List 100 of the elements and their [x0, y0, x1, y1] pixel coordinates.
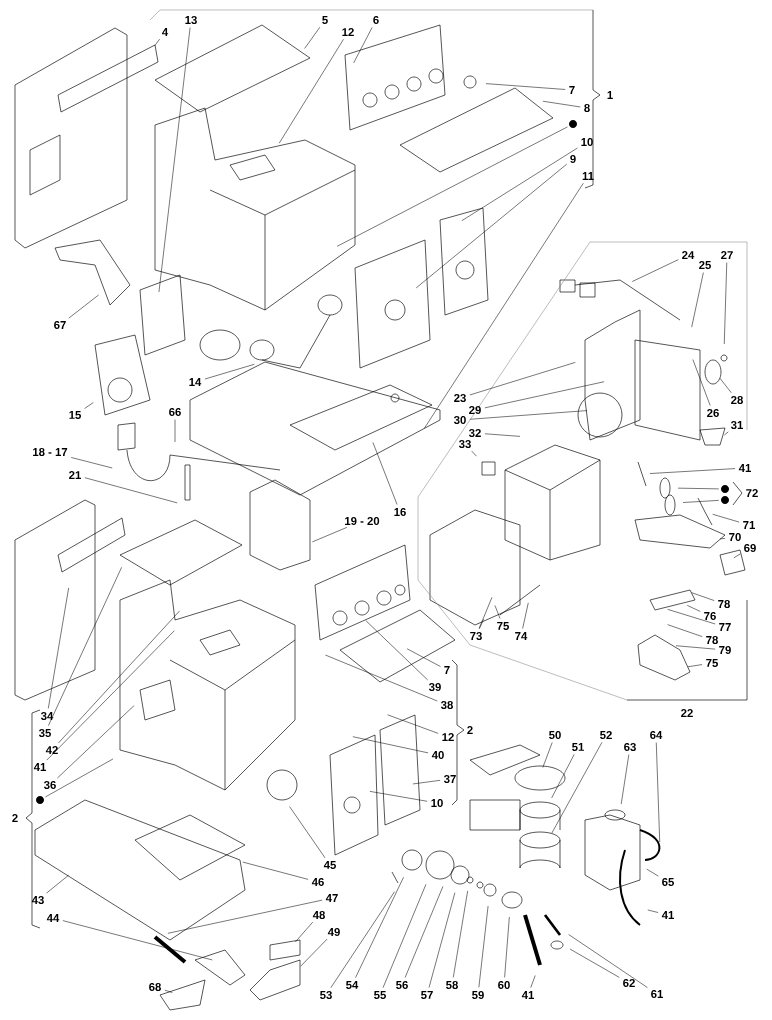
callout-number: 28	[731, 396, 743, 404]
callout-number: 45	[323, 861, 336, 869]
callout-number: 8	[584, 104, 590, 112]
leader-line	[352, 736, 429, 754]
leader-line	[522, 602, 529, 629]
callout-number: 22	[681, 709, 693, 717]
leader-line	[551, 742, 603, 834]
callout-number: 10	[431, 799, 443, 807]
leader-line	[58, 610, 180, 744]
leader-line	[478, 597, 493, 629]
leader-line	[485, 83, 566, 90]
callout-number: 15	[69, 411, 81, 419]
leader-line	[471, 450, 477, 457]
callout-number: 24	[682, 251, 695, 259]
leader-line	[46, 874, 70, 894]
callout-number: 36	[43, 781, 56, 790]
leader-line	[154, 38, 160, 46]
leader-line	[68, 294, 99, 319]
leader-line	[649, 468, 736, 474]
callout-number: 31	[730, 421, 743, 429]
callout-number: 34	[40, 712, 54, 721]
leader-line	[719, 378, 732, 394]
leader-line	[404, 886, 444, 978]
callout-number: 57	[421, 991, 433, 999]
leader-line	[415, 163, 567, 289]
callout-number: 6	[373, 16, 379, 24]
callout-number: 65	[662, 878, 674, 886]
callout-number: 79	[719, 646, 731, 654]
leader-line	[382, 884, 427, 988]
callout-number: 41	[521, 991, 534, 999]
leader-line	[569, 948, 620, 978]
callout-number: 1	[607, 91, 613, 99]
callout-number: 77	[719, 623, 731, 631]
callout-number: 67	[54, 321, 66, 329]
leader-line	[494, 605, 501, 619]
callout-number: 30	[453, 416, 466, 424]
leader-line	[682, 500, 719, 503]
leader-line	[278, 39, 344, 144]
callout-number: 39	[428, 683, 441, 692]
leader-line	[712, 514, 740, 523]
callout-number: 63	[624, 743, 636, 752]
callout-number: 64	[650, 731, 663, 739]
leader-line	[687, 605, 701, 612]
callout-number: 13	[185, 16, 197, 24]
leader-line	[691, 272, 704, 328]
callout-number: 76	[704, 612, 716, 620]
callout-number: 78	[718, 600, 730, 608]
callout-number: 55	[374, 991, 386, 999]
leader-line	[656, 742, 660, 843]
leader-line	[692, 359, 711, 406]
leader-line	[158, 27, 191, 293]
callout-number: 9	[570, 155, 576, 163]
callout-number: 25	[699, 261, 711, 269]
callout-number: 49	[327, 928, 340, 936]
callout-number: 41	[661, 911, 674, 919]
leader-line	[631, 259, 679, 282]
callout-number: 21	[69, 471, 81, 479]
callout-number: 40	[431, 751, 444, 759]
leader-line	[336, 126, 568, 247]
callout-number: 18 - 17	[33, 448, 68, 456]
leader-line	[646, 868, 659, 877]
callout-number: 29	[469, 406, 481, 414]
leader-line	[57, 705, 135, 779]
leader-line	[325, 654, 438, 702]
callout-number: 68	[149, 983, 161, 991]
callout-number: 4	[162, 28, 169, 36]
callout-number: 33	[458, 440, 471, 448]
leader-line	[167, 899, 323, 934]
leader-line	[484, 381, 605, 409]
callout-number: 26	[707, 409, 719, 417]
leader-line	[620, 754, 630, 805]
leader-line	[365, 620, 428, 681]
leader-line	[461, 147, 578, 221]
leader-line	[484, 433, 521, 437]
callout-number: 69	[744, 544, 756, 552]
callout-number: 41	[738, 464, 751, 472]
callout-number: 75	[497, 622, 509, 630]
callout-number: 66	[169, 408, 181, 416]
leader-line	[479, 619, 484, 629]
callout-number: 14	[189, 378, 202, 386]
callout-number: 5	[322, 16, 328, 24]
callout-number: 43	[31, 896, 44, 905]
leader-line	[724, 262, 728, 345]
leader-line	[478, 905, 489, 988]
leader-line	[45, 758, 114, 798]
callout-number: 72	[746, 489, 758, 497]
callout-number: 19 - 20	[345, 517, 380, 525]
callout-number: 10	[581, 138, 593, 146]
leader-line	[691, 592, 715, 601]
callout-number: 27	[721, 251, 733, 259]
leader-line	[48, 567, 122, 726]
leader-line	[687, 664, 703, 668]
leader-line	[542, 100, 581, 108]
leader-line	[312, 527, 348, 543]
leader-line	[568, 934, 648, 988]
callout-number: 42	[45, 746, 58, 754]
leader-line	[387, 714, 439, 734]
leader-line	[84, 477, 178, 504]
leader-line	[84, 402, 94, 409]
leader-line	[369, 791, 428, 802]
